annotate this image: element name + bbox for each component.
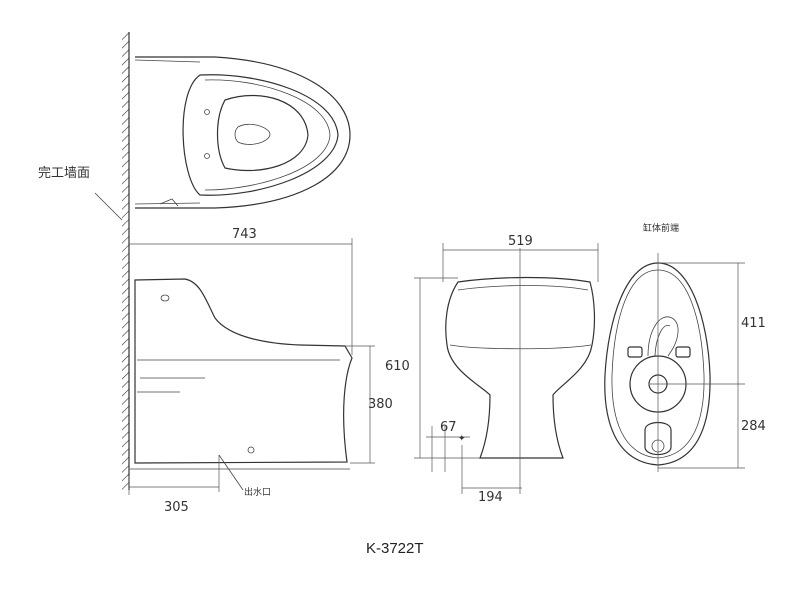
dim-width: 519 — [508, 234, 533, 249]
front-view — [445, 248, 596, 462]
dim-rear-284: 284 — [741, 419, 766, 434]
dim-total-height-lines — [414, 277, 480, 459]
dim-bowl-height-lines — [345, 345, 375, 464]
dim-outlet-offset-lines — [128, 476, 219, 495]
dim-67-lines — [426, 426, 470, 472]
dim-length: 743 — [232, 227, 257, 242]
dim-length-lines — [129, 238, 353, 355]
dim-total-height: 610 — [385, 359, 410, 374]
dim-bowl-height: 380 — [368, 397, 393, 412]
center-mark: ✦ — [458, 434, 466, 444]
dim-outlet-offset: 305 — [164, 500, 189, 515]
bowl-front-label: 缸体前端 — [643, 222, 679, 234]
dim-width-lines — [442, 243, 599, 282]
dim-front-411: 411 — [741, 316, 766, 331]
outlet-leader — [218, 454, 244, 491]
wall-label-leader — [94, 192, 123, 221]
outlet-label: 出水口 — [244, 486, 271, 498]
finished-wall — [122, 32, 130, 490]
dim-bottom-lines — [650, 262, 745, 469]
side-view — [130, 278, 353, 492]
top-view — [134, 56, 351, 209]
dim-67: 67 — [440, 420, 457, 435]
dim-194-lines — [461, 445, 522, 494]
model-label: K-3722T — [366, 540, 424, 557]
dim-194: 194 — [478, 490, 503, 505]
bottom-view — [604, 253, 711, 472]
wall-label: 完工墙面 — [38, 166, 90, 181]
